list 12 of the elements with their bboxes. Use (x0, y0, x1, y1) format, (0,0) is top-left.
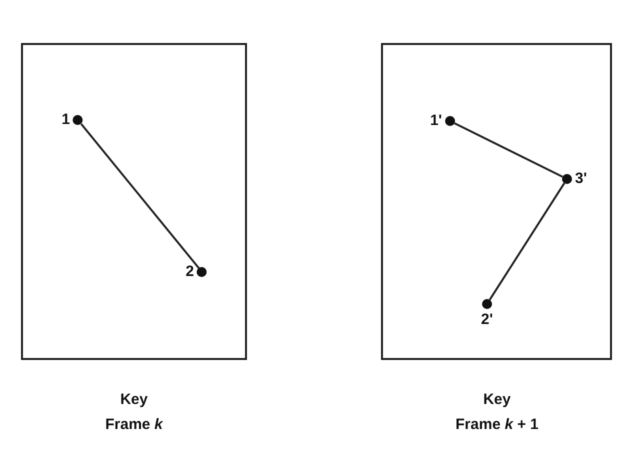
point-label: 3' (575, 171, 587, 187)
connecting-line (454, 122, 563, 178)
key-frame-box (381, 43, 612, 360)
point-label: 2 (186, 264, 194, 280)
point-label: 2' (481, 312, 493, 328)
point-label: 1' (430, 113, 442, 129)
connecting-line (488, 182, 566, 300)
frame-caption: Key Frame k (105, 390, 163, 435)
key-frame-box (21, 43, 247, 360)
point-label: 1 (62, 112, 70, 128)
frame-caption: Key Frame k + 1 (456, 390, 538, 435)
connecting-line (80, 123, 200, 269)
